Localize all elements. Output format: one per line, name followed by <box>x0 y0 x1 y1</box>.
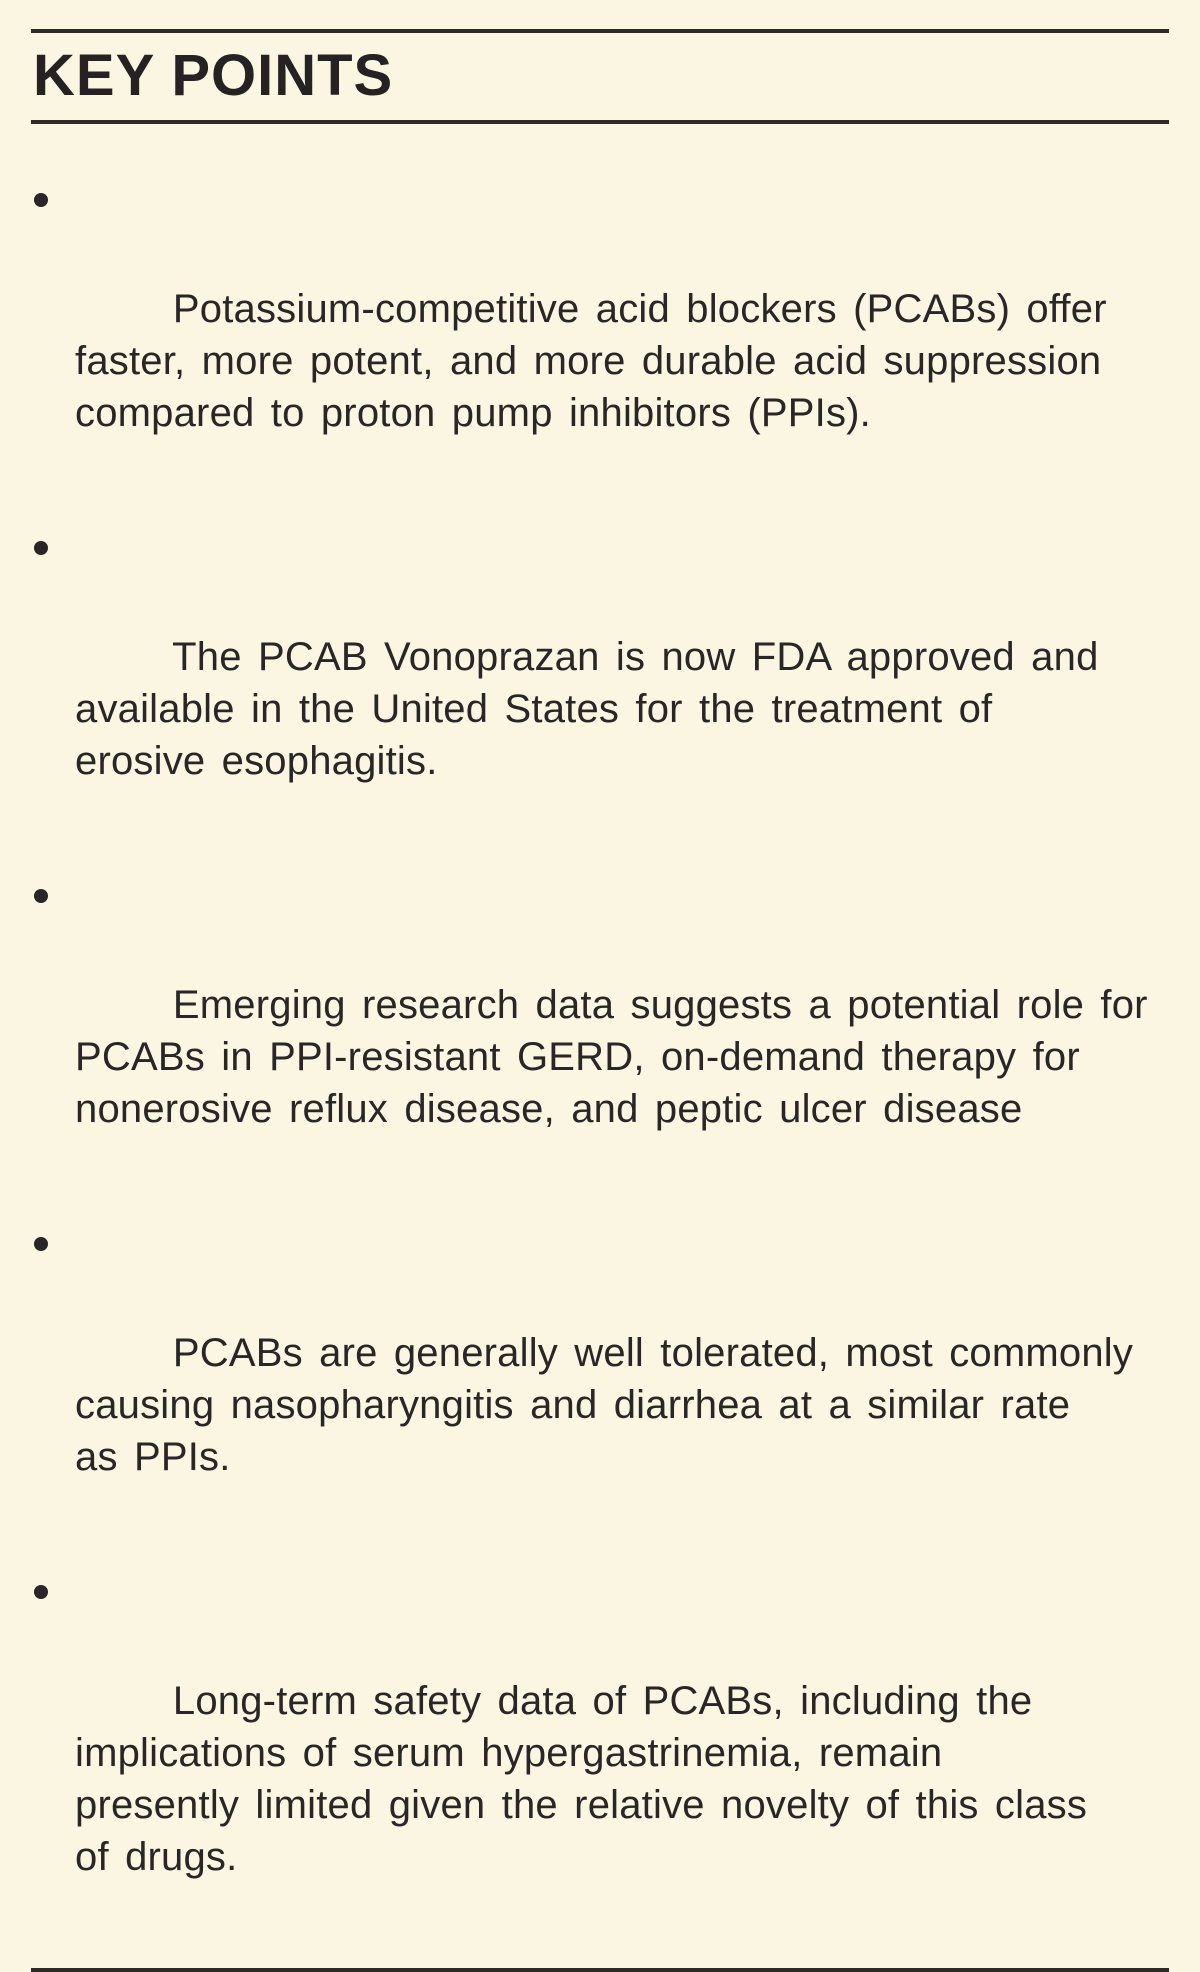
bullet-dot-icon <box>34 541 48 555</box>
key-point-item-4: PCABs are generally well tolerated, most… <box>31 1223 1169 1535</box>
key-point-item-3: Emerging research data suggests a potent… <box>31 875 1169 1187</box>
bullet-dot-icon <box>34 889 48 903</box>
key-point-item-1: Potassium-competitive acid blockers (PCA… <box>31 179 1169 491</box>
bottom-rule <box>31 1968 1169 1972</box>
key-points-list: Potassium-competitive acid blockers (PCA… <box>31 179 1169 1935</box>
key-points-title: KEY POINTS <box>33 43 394 108</box>
key-point-text-2: The PCAB Vonoprazan is now FDA approved … <box>75 635 1099 783</box>
key-point-text-1: Potassium-competitive acid blockers (PCA… <box>75 287 1107 435</box>
top-rule <box>31 29 1169 33</box>
key-point-item-5: Long-term safety data of PCABs, includin… <box>31 1571 1169 1935</box>
bullet-dot-icon <box>34 193 48 207</box>
title-underline-rule <box>31 120 1169 124</box>
bullet-dot-icon <box>34 1585 48 1599</box>
key-point-text-3: Emerging research data suggests a potent… <box>75 983 1148 1131</box>
bullet-dot-icon <box>34 1237 48 1251</box>
key-point-text-5: Long-term safety data of PCABs, includin… <box>75 1679 1088 1879</box>
key-point-text-4: PCABs are generally well tolerated, most… <box>75 1331 1134 1479</box>
key-point-item-2: The PCAB Vonoprazan is now FDA approved … <box>31 527 1169 839</box>
key-points-box: KEY POINTS Potassium-competitive acid bl… <box>0 29 1200 1972</box>
